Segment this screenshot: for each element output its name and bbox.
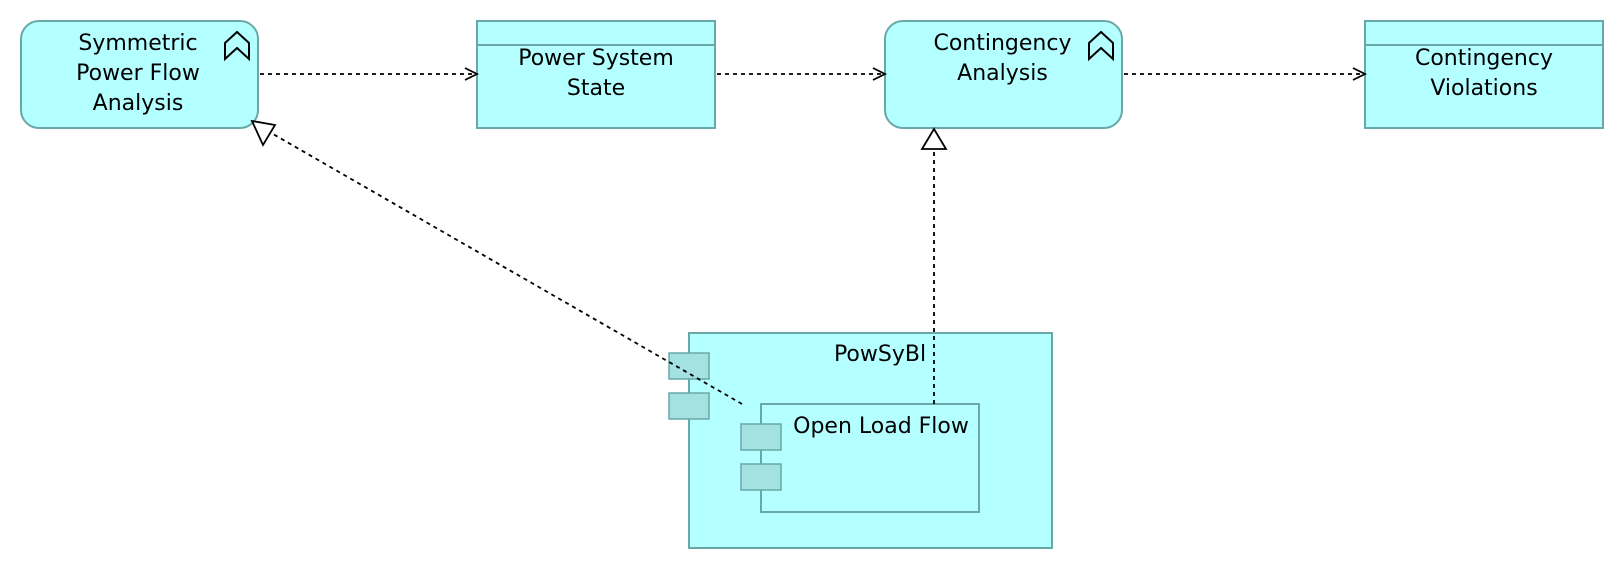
- powsybl-port-top: [668, 352, 710, 380]
- open-load-flow-label: Open Load Flow: [793, 414, 969, 439]
- open-load-flow-port-bottom: [740, 463, 782, 491]
- edge-olf-realizes-ca[interactable]: [920, 127, 948, 404]
- symmetric-power-flow-node[interactable]: [20, 20, 259, 129]
- edge-ca-to-cv[interactable]: [1124, 67, 1368, 81]
- function-chevron-icon: [1088, 30, 1114, 62]
- powsybl-label: PowSyBl: [833, 342, 927, 367]
- contingency-analysis-label: Contingency Analysis: [933, 31, 1072, 86]
- edge-spf-to-pss[interactable]: [260, 67, 480, 81]
- powsybl-port-bottom: [668, 392, 710, 420]
- symmetric-power-flow-label: Symmetric Power Flow Analysis: [76, 31, 200, 116]
- edge-olf-realizes-spf[interactable]: [250, 119, 743, 405]
- contingency-violations-node[interactable]: [1364, 20, 1604, 129]
- power-system-state-label: Power System State: [518, 46, 674, 101]
- open-load-flow-port-top: [740, 423, 782, 451]
- power-system-state-node[interactable]: [476, 20, 716, 129]
- open-load-flow-component[interactable]: [740, 403, 980, 513]
- edge-pss-to-ca[interactable]: [717, 67, 888, 81]
- function-chevron-icon: [224, 30, 250, 62]
- contingency-violations-label: Contingency Violations: [1414, 46, 1553, 101]
